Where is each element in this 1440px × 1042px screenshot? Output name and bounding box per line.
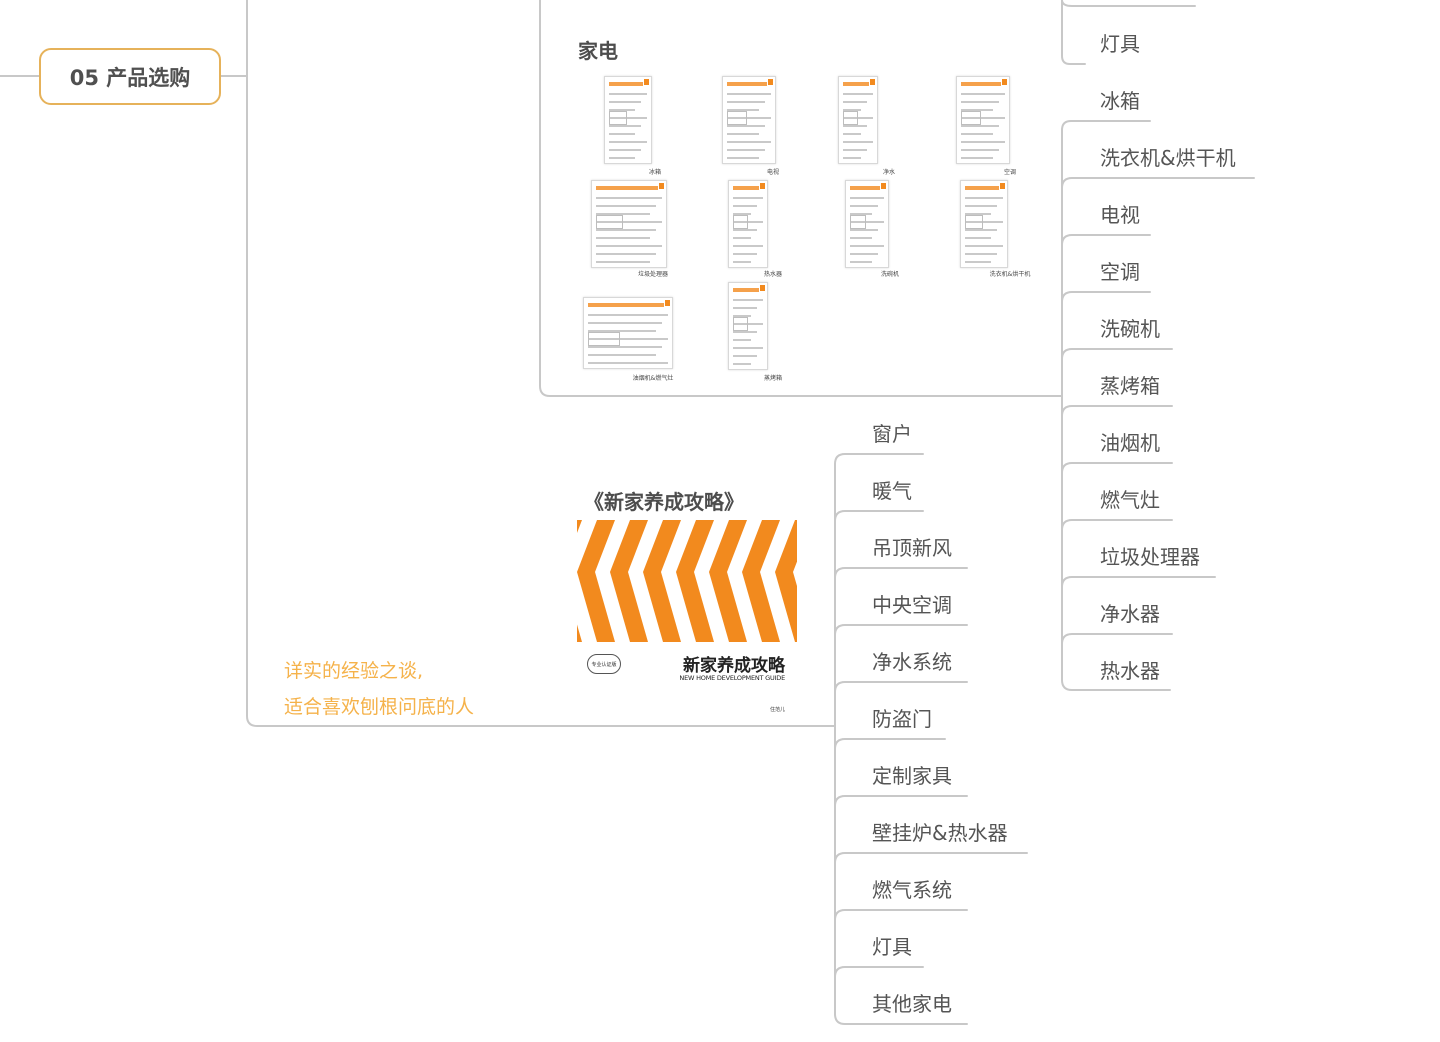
appliance-item[interactable]: 油烟机 (1100, 431, 1160, 455)
appliance-thumbnail[interactable] (728, 180, 768, 268)
thumbnail-heading (850, 186, 880, 190)
appliances-title: 家电 (578, 39, 618, 63)
thumbnail-caption: 蒸烤箱 (763, 375, 782, 382)
thumbnail-caption: 冰箱 (648, 169, 661, 176)
book-cover[interactable]: 专业认证版 新家养成攻略 NEW HOME DEVELOPMENT GUIDE … (577, 520, 797, 718)
appliance-thumbnail[interactable] (604, 76, 652, 164)
appliance-item[interactable]: 洗碗机 (1100, 317, 1160, 341)
book-item[interactable]: 壁挂炉&热水器 (872, 821, 1008, 845)
book-item[interactable]: 定制家具 (872, 764, 952, 788)
book-item[interactable]: 吊顶新风 (872, 536, 952, 560)
appliance-thumbnail[interactable] (583, 297, 673, 369)
book-item[interactable]: 窗户 (872, 422, 912, 446)
book-item[interactable]: 燃气系统 (872, 878, 952, 902)
appliance-item[interactable]: 空调 (1100, 260, 1140, 284)
book-note-line-2: 适合喜欢刨根问底的人 (284, 696, 475, 718)
thumbnail-heading (596, 186, 658, 190)
appliance-thumbnail[interactable] (728, 282, 768, 370)
book-item[interactable]: 其他家电 (872, 992, 952, 1016)
thumbnail-caption: 热水器 (763, 271, 782, 278)
appliance-item[interactable]: 洗衣机&烘干机 (1100, 146, 1236, 170)
thumbnail-heading (733, 288, 759, 292)
appliance-item[interactable]: 净水器 (1100, 602, 1160, 626)
appliance-thumbnail[interactable] (960, 180, 1008, 268)
thumbnail-heading (733, 186, 759, 190)
book-title: 《新家养成攻略》 (584, 490, 744, 514)
book-item[interactable]: 净水系统 (872, 650, 952, 674)
thumbnail-caption: 油烟机&燃气灶 (632, 375, 674, 382)
cover-brand: 住范儿 (769, 707, 785, 713)
root-topic-node[interactable]: 05 产品选购 (39, 48, 221, 105)
thumbnail-caption: 净水 (882, 169, 895, 176)
appliance-item[interactable]: 蒸烤箱 (1100, 374, 1160, 398)
book-item[interactable]: 灯具 (872, 935, 912, 959)
thumbnail-heading (843, 82, 869, 86)
thumbnail-heading (965, 186, 999, 190)
cover-stripes (577, 520, 797, 642)
cover-badge: 专业认证版 (587, 654, 621, 674)
thumbnail-caption: 电视 (766, 169, 779, 176)
appliance-item[interactable]: 垃圾处理器 (1100, 545, 1200, 569)
book-item[interactable]: 暖气 (872, 479, 912, 503)
book-item[interactable]: 防盗门 (872, 707, 932, 731)
thumbnail-caption: 垃圾处理器 (637, 271, 668, 278)
thumbnail-caption: 洗衣机&烘干机 (989, 271, 1031, 278)
thumbnail-heading (609, 82, 643, 86)
cover-subtitle: NEW HOME DEVELOPMENT GUIDE (679, 674, 785, 682)
appliance-item[interactable]: 冰箱 (1100, 89, 1140, 113)
thumbnail-caption: 洗碗机 (880, 271, 899, 278)
appliance-item[interactable]: 电视 (1100, 203, 1140, 227)
thumbnail-caption: 空调 (1003, 169, 1016, 176)
book-item[interactable]: 中央空调 (872, 593, 952, 617)
appliance-thumbnail[interactable] (591, 180, 667, 268)
book-note-line-1: 详实的经验之谈, (284, 660, 424, 682)
appliance-item[interactable]: 热水器 (1100, 659, 1160, 683)
appliance-thumbnail[interactable] (845, 180, 889, 268)
appliance-thumbnail[interactable] (722, 76, 776, 164)
appliance-thumbnail[interactable] (838, 76, 878, 164)
appliance-item[interactable]: 灯具 (1100, 32, 1140, 56)
cover-title: 新家养成攻略 (683, 656, 785, 676)
thumbnail-heading (727, 82, 767, 86)
thumbnail-heading (961, 82, 1001, 86)
appliance-item[interactable]: 燃气灶 (1100, 488, 1160, 512)
appliance-thumbnail[interactable] (956, 76, 1010, 164)
thumbnail-heading (588, 303, 664, 307)
